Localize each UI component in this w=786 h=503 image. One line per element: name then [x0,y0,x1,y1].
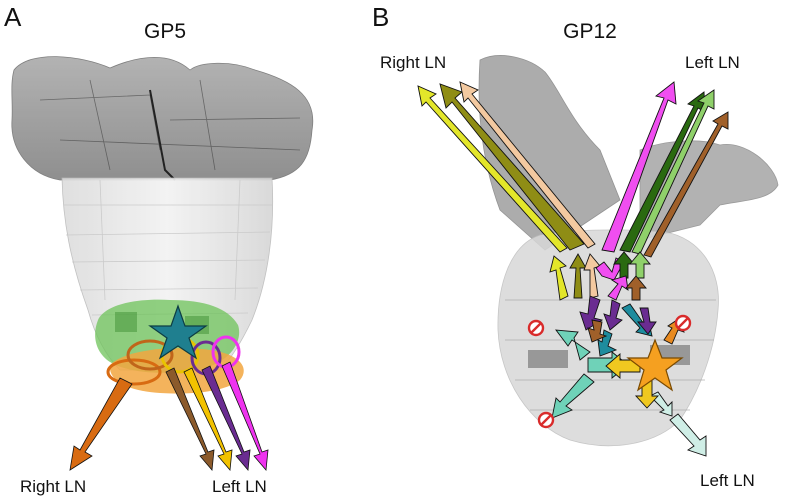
panel-b-injection-star [626,338,684,392]
panel-a-title: GP5 [144,20,186,43]
panel-a-arrows [69,361,269,471]
panel-b-arrow-lightgreen-short [629,251,651,279]
panel-b-arrow-teal-2 [597,329,618,357]
panel-b-gold-arrows [605,317,685,409]
panel-b-left-ln-label-bottom: Left LN [700,471,755,490]
panel-b-arrow-brown-small [587,319,608,343]
panel-b-title: GP12 [563,20,617,43]
panel-a-arrow-gold [183,367,233,471]
panel-b-right-ln-label: Right LN [380,53,446,72]
panel-a-arrow-brown [165,367,215,471]
panel-a-green-facet-1 [115,312,137,332]
panel-b-arrow-mint-upleft [555,329,591,361]
panel-a: A GP5 [4,2,314,496]
panel-b-arrow-lightgreen-long [631,89,715,255]
no-entry-icon [537,411,555,429]
panel-a-fissure [149,89,176,181]
panel-b-arrow-brown-long [643,111,729,258]
panel-b-right-ln-arrows [417,81,596,253]
panel-b-short-arrows [549,251,657,357]
panel-b-arrow-peach-short [583,253,601,299]
panel-a-ring-orange-lower [106,358,162,386]
panel-a-arrow-orange [69,377,133,471]
panel-b-arrow-yellow-long [417,85,568,253]
panel-a-fundus [11,56,314,181]
panel-b-arrow-olive-long [439,83,585,251]
panel-a-arrow-purple [201,365,251,471]
panel-b-arrow-gold-down [634,379,660,409]
panel-a-injection-star [148,304,208,360]
panel-b: B GP12 [372,2,779,490]
panel-a-arrow-magenta [221,361,269,471]
panel-b-letter: B [372,2,389,32]
panel-b-arrow-magenta-long [601,81,677,253]
panel-b-arrow-yellow-short [549,255,569,301]
panel-b-arrow-olive-short [569,253,587,299]
panel-b-arrow-magenta-mid [607,275,629,301]
panel-b-dark-facet-1 [528,350,568,368]
panel-b-arrow-peach-long [459,81,596,249]
panel-a-left-ln-label: Left LN [212,477,267,496]
panel-b-arrow-darkgreen-short [613,251,635,279]
no-entry-icon [674,314,692,332]
panel-b-arrow-brown-mid [625,275,647,301]
panel-a-letter: A [4,2,22,32]
panel-b-left-ln-top-arrows [601,81,729,258]
panel-b-arrow-mint-downleft [551,373,595,419]
no-entry-icon [527,319,545,337]
panel-b-left-ln-label-top: Left LN [685,53,740,72]
panel-b-arrow-purple-3 [637,307,657,335]
panel-a-ring-orange-upper [126,339,174,371]
panel-b-arrow-purple-2 [603,299,623,331]
panel-b-arrow-palemint [669,413,707,457]
panel-b-no-entry-signs [527,314,692,429]
panel-a-right-ln-label: Right LN [20,477,86,496]
